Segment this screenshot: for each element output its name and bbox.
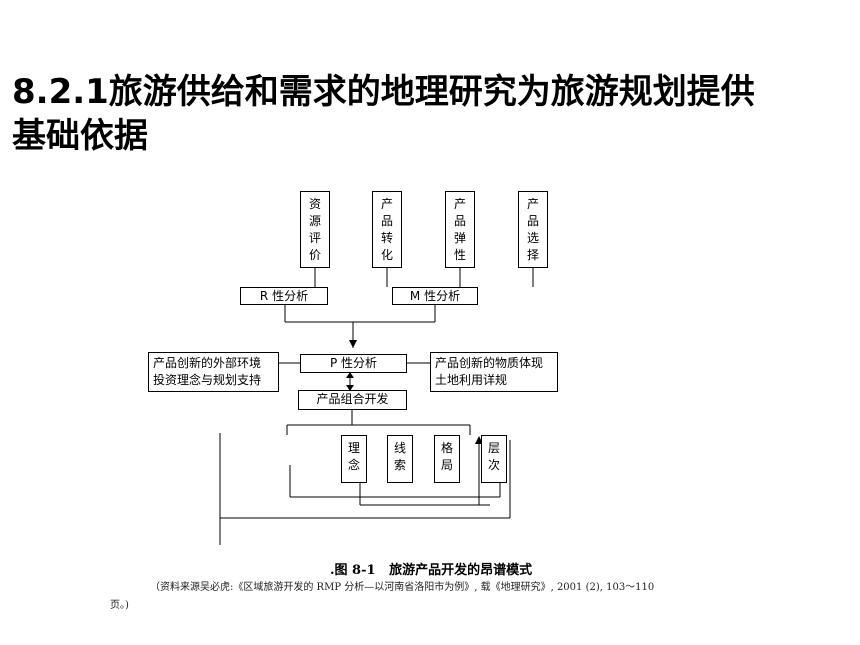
arrow-to-p-icon: [349, 340, 357, 348]
box-clue: 线 索: [387, 435, 413, 483]
box-resource-evaluation: 资 源 评 价: [300, 191, 330, 268]
box-external-environment: 产品创新的外部环境 投资理念与规划支持: [148, 352, 279, 392]
box-material-embodiment: 产品创新的物质体现 土地利用详规: [430, 352, 558, 392]
figure-source-line-2: 页。): [110, 600, 129, 611]
box-product-elasticity: 产 品 弹 性: [445, 191, 475, 268]
box-pattern: 格 局: [434, 435, 460, 483]
box-level: 层 次: [481, 435, 507, 483]
page-title-line-1: 8.2.1旅游供给和需求的地理研究为旅游规划提供: [12, 72, 755, 112]
arrow-up-small-icon: [346, 372, 354, 378]
figure-caption: .图 8-1 旅游产品开发的昂谱模式: [330, 563, 533, 578]
arrow-down-small-icon: [346, 385, 354, 391]
page-title: 8.2.1旅游供给和需求的地理研究为旅游规划提供 基础依据: [12, 70, 852, 158]
figure-source-line-1: （资料来源吴必虎:《区域旅游开发的 RMP 分析—以河南省洛阳市为例》, 载《地…: [150, 582, 655, 593]
box-product-transform: 产 品 转 化: [372, 191, 402, 268]
box-product-combination: 产品组合开发: [298, 390, 407, 410]
box-concept: 理 念: [341, 435, 367, 483]
box-p-analysis: P 性分析: [300, 354, 407, 373]
box-m-analysis: M 性分析: [392, 287, 478, 305]
box-r-analysis: R 性分析: [240, 287, 328, 305]
page-title-line-2: 基础依据: [12, 116, 148, 156]
box-product-selection: 产 品 选 择: [518, 191, 548, 268]
figure-source: （资料来源吴必虎:《区域旅游开发的 RMP 分析—以河南省洛阳市为例》, 载《地…: [110, 579, 750, 615]
